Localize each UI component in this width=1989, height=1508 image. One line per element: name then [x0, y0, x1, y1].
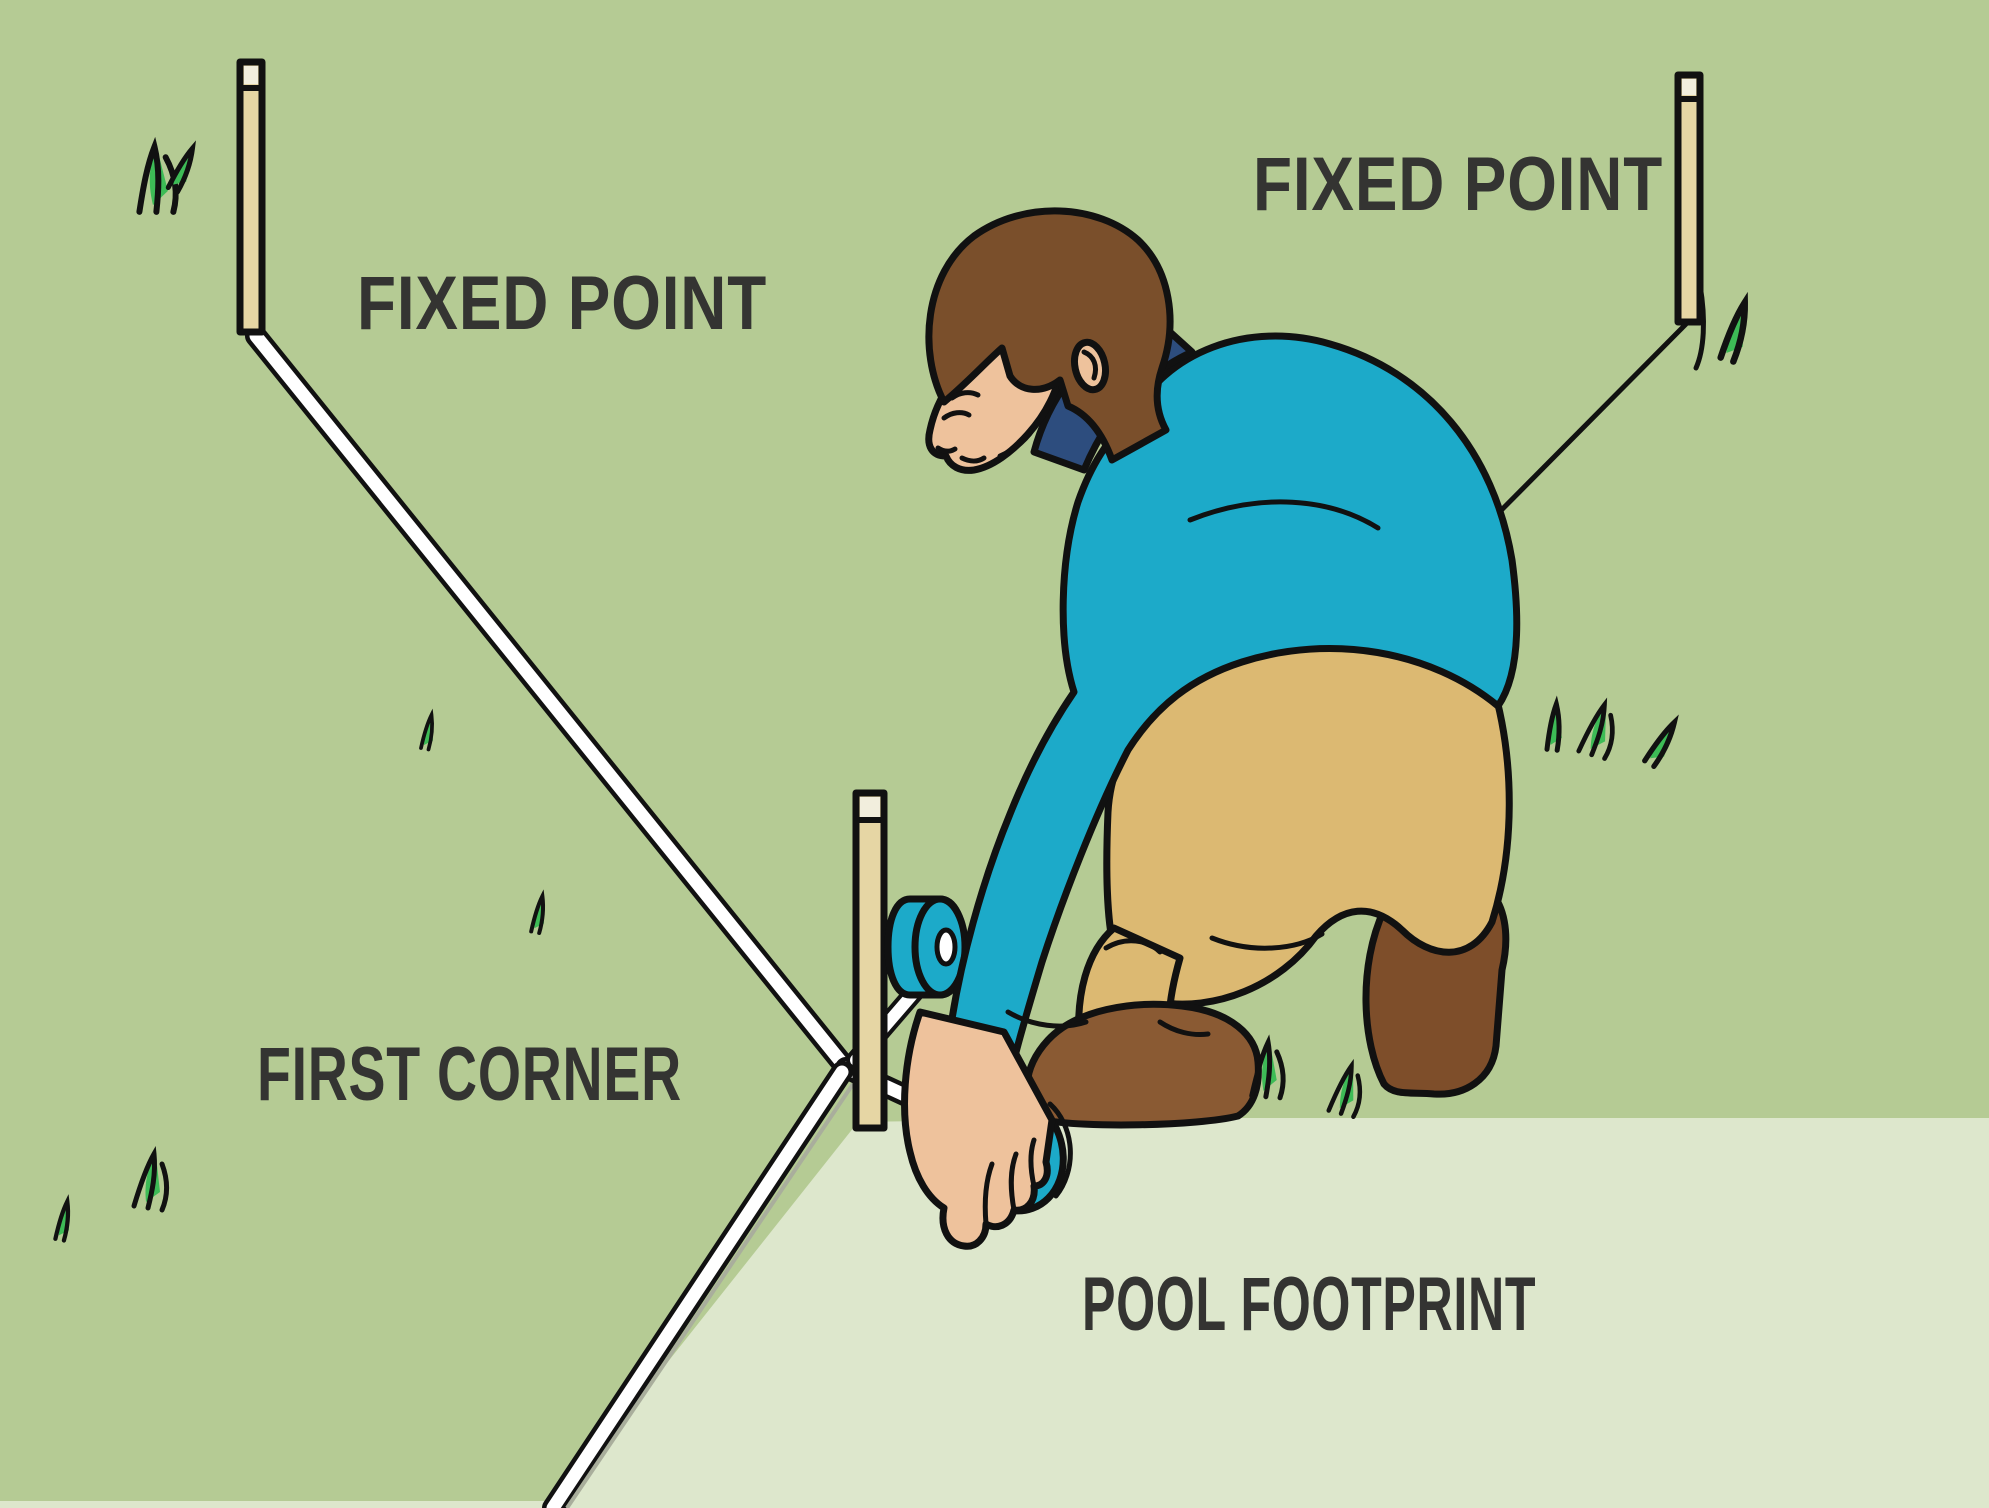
hand-roll-rim-line — [1047, 1101, 1073, 1199]
nose-stroke — [935, 445, 958, 454]
finger-line — [1028, 1137, 1037, 1189]
eye-stroke — [941, 410, 972, 421]
stake-cap — [860, 797, 880, 817]
grass-stroke — [1693, 282, 1706, 371]
hair — [925, 207, 1174, 464]
string-edge-shadow — [565, 1082, 855, 1508]
mouth-stroke — [959, 455, 987, 464]
label-fixed-point-left: FIXED POINT — [357, 261, 768, 346]
shoe-detail-line — [1157, 1019, 1211, 1037]
stake-cap — [244, 66, 258, 84]
eyebrow-stroke — [949, 390, 981, 401]
label-first-corner: FIRST CORNER — [257, 1032, 682, 1117]
label-fixed-point-right: FIXED POINT — [1253, 142, 1664, 227]
pants-crease — [1209, 931, 1325, 951]
label-pool-footprint: POOL FOOTPRINT — [1082, 1262, 1537, 1347]
hand — [901, 1008, 1056, 1250]
bottom-edge-strip — [0, 1501, 1989, 1508]
jaw-stroke — [997, 425, 1037, 459]
fixed-point-stake-right — [1674, 71, 1704, 326]
stake-body — [852, 789, 888, 1132]
sweater — [946, 332, 1521, 1064]
stake-body — [1674, 71, 1704, 326]
first-corner-stake — [852, 789, 888, 1132]
sleeve-cuff-line — [1005, 1009, 1089, 1029]
grass-tufts — [55, 145, 1747, 1241]
stake-cap — [1682, 79, 1696, 95]
string-left — [249, 329, 853, 1075]
finger-line — [982, 1161, 995, 1227]
sweater-fold-line — [1187, 499, 1381, 531]
finger-line — [1008, 1151, 1019, 1213]
tape-roll-core — [934, 927, 958, 967]
string-edge — [546, 1065, 849, 1508]
stake-body — [236, 58, 266, 336]
sleeve-fold-line — [1103, 938, 1163, 955]
man — [925, 207, 1521, 1129]
tape-roll-leaning — [884, 895, 969, 999]
pool-footprint-area — [552, 1118, 1989, 1508]
ear-inner-line — [1081, 349, 1099, 381]
ear — [1071, 338, 1109, 394]
fixed-point-stake-left — [236, 58, 266, 336]
